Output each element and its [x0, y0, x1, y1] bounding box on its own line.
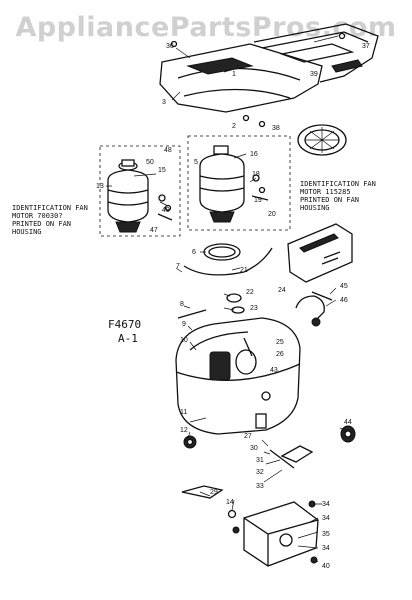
- watermark: AppliancePartsPros.com: [15, 12, 397, 43]
- label-44: 44: [344, 419, 352, 426]
- label-15: 15: [158, 167, 166, 174]
- pedal-assembly: [181, 445, 314, 499]
- label-1: 1: [232, 71, 236, 78]
- label-25: 25: [276, 339, 284, 346]
- label-8: 8: [180, 301, 184, 308]
- label-32: 32: [256, 469, 264, 476]
- label-35: 35: [322, 531, 330, 538]
- label-10: 10: [180, 337, 188, 344]
- left-fan-motor: [99, 145, 181, 237]
- label-9: 9: [182, 321, 186, 328]
- exhaust-grille: [287, 223, 353, 283]
- label-45: 45: [340, 283, 348, 290]
- cord-assembly: [295, 291, 333, 327]
- label-43: 43: [270, 367, 278, 374]
- label-20: 20: [268, 211, 276, 218]
- label-5: 5: [194, 159, 198, 166]
- label-30: 30: [250, 445, 258, 452]
- label-21: 21: [240, 267, 248, 274]
- label-27: 27: [244, 433, 252, 440]
- label-31: 31: [256, 457, 264, 464]
- label-33: 33: [256, 483, 264, 490]
- part-number-labels: 36 37 1 3 39 38 2 48 50 15 13 49 47 5 16…: [96, 43, 370, 570]
- label-19: 19: [254, 197, 262, 204]
- label-26: 26: [276, 351, 284, 358]
- label-18: 18: [252, 171, 260, 178]
- label-7: 7: [176, 263, 180, 270]
- label-50: 50: [146, 159, 154, 166]
- label-49: 49: [162, 207, 170, 214]
- figure-sheet: A-1: [118, 332, 138, 345]
- label-22: 22: [246, 289, 254, 296]
- small-hardware: [177, 293, 245, 319]
- leader-lines: [106, 35, 347, 563]
- label-47: 47: [150, 227, 158, 234]
- label-12: 12: [180, 427, 188, 434]
- filter-disc: [297, 124, 347, 156]
- base-bracket: [227, 500, 319, 567]
- label-34-b: 34: [322, 515, 330, 522]
- front-caster: [183, 435, 197, 449]
- motor-gasket: [183, 243, 273, 276]
- label-48: 48: [164, 147, 172, 154]
- label-24: 24: [278, 287, 286, 294]
- label-2: 2: [232, 123, 236, 130]
- label-23: 23: [250, 305, 258, 312]
- label-14: 14: [226, 499, 234, 506]
- figure-id: F4670: [108, 318, 142, 331]
- left-identification-note: IDENTIFICATION FAN MOTOR 70030? PRINTED …: [12, 204, 88, 236]
- label-46: 46: [340, 297, 348, 304]
- label-6: 6: [192, 249, 196, 256]
- label-36: 36: [166, 43, 174, 50]
- label-13: 13: [96, 183, 104, 190]
- label-11: 11: [180, 409, 187, 416]
- label-3: 3: [162, 99, 166, 106]
- label-16: 16: [250, 151, 258, 158]
- label-34-c: 34: [322, 545, 330, 552]
- label-38: 38: [272, 125, 280, 132]
- right-identification-note: IDENTIFICATION FAN MOTOR 115285 PRINTED …: [300, 180, 376, 212]
- rear-caster: [340, 425, 356, 443]
- label-34-a: 34: [322, 501, 330, 508]
- label-39: 39: [310, 71, 318, 78]
- right-fan-motor: [187, 135, 291, 231]
- label-40: 40: [322, 563, 330, 570]
- label-29: 29: [210, 489, 218, 496]
- top-cover: [159, 23, 379, 128]
- label-37: 37: [362, 43, 370, 50]
- main-housing: [175, 317, 301, 435]
